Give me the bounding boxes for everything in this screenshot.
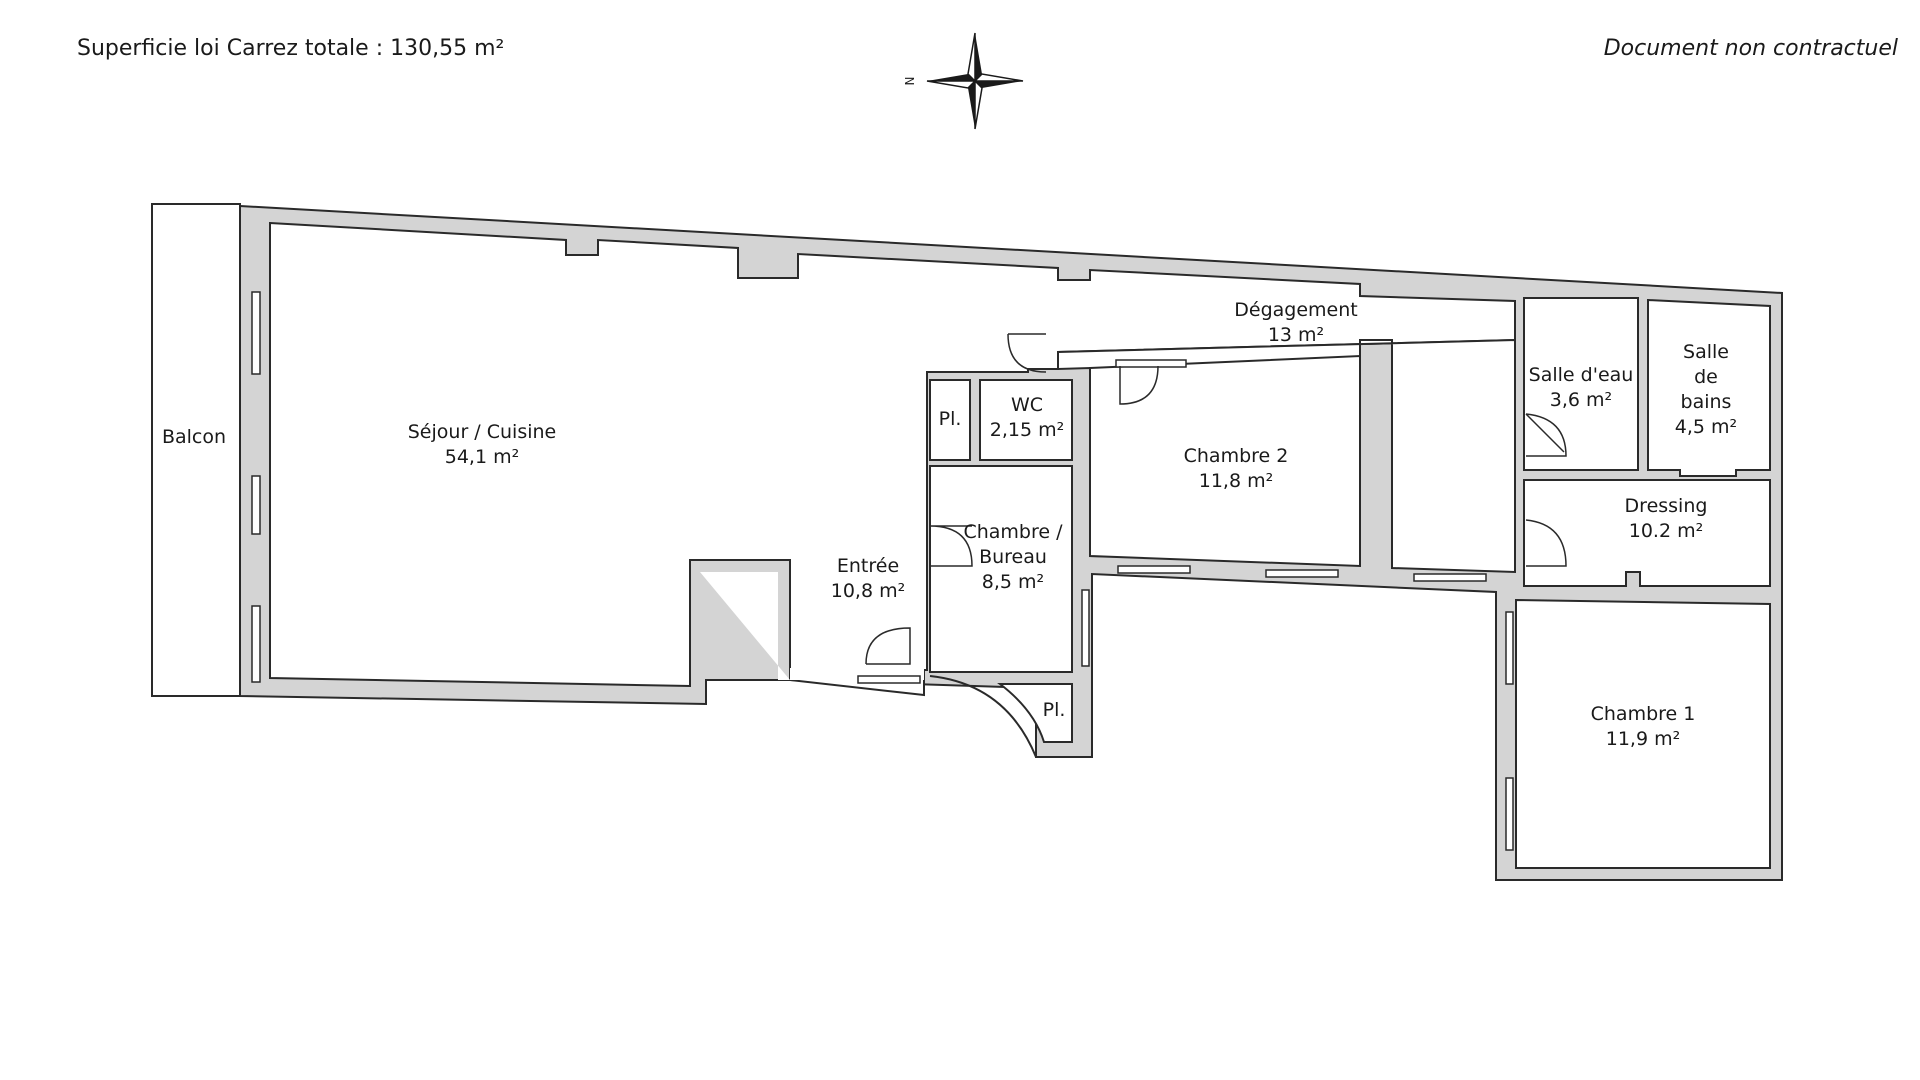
windows-bottom — [857, 359, 1514, 851]
total-surface-label: Superficie loi Carrez totale : 130,55 m² — [77, 36, 505, 61]
label-salle-eau-area: 3,6 m² — [1550, 389, 1612, 411]
room-placard-wc — [929, 379, 971, 461]
label-entree-area: 10,8 m² — [831, 580, 905, 602]
room-placard-bureau — [997, 683, 1073, 743]
label-dressing-area: 10.2 m² — [1629, 520, 1703, 542]
label-sejour-area: 54,1 m² — [445, 446, 519, 468]
label-dressing-name: Dressing — [1625, 495, 1708, 517]
label-balcon: Balcon — [162, 426, 226, 448]
label-bureau-line1: Chambre / — [963, 521, 1063, 543]
compass-rose-icon: N — [903, 32, 1024, 130]
label-chambre2-name: Chambre 2 — [1184, 445, 1289, 467]
door-swings — [865, 333, 1567, 665]
label-salle-bains-line3: bains — [1681, 391, 1732, 413]
room-chambre-bureau — [929, 465, 1073, 673]
label-chambre1-area: 11,9 m² — [1606, 728, 1680, 750]
label-sejour-name: Séjour / Cuisine — [408, 421, 556, 443]
label-wc-name: WC — [1011, 394, 1043, 416]
label-wc-area: 2,15 m² — [990, 419, 1064, 441]
balcony — [151, 203, 241, 697]
room-wc — [979, 379, 1073, 461]
label-chambre1-name: Chambre 1 — [1591, 703, 1696, 725]
room-chambre-1 — [1515, 598, 1771, 869]
label-chambre2-area: 11,8 m² — [1199, 470, 1273, 492]
label-bureau-line2: Bureau — [979, 546, 1047, 568]
label-placard-wc: Pl. — [939, 408, 962, 430]
windows-left-facade — [251, 291, 261, 683]
room-chambre-2 — [1089, 354, 1361, 568]
label-salle-bains-area: 4,5 m² — [1675, 416, 1737, 438]
room-salle-bains — [1647, 298, 1771, 477]
label-degagement-name: Dégagement — [1234, 299, 1357, 321]
label-salle-eau-name: Salle d'eau — [1529, 364, 1634, 386]
room-entree — [700, 572, 924, 680]
disclaimer-label: Document non contractuel — [1603, 36, 1898, 61]
label-salle-bains-line1: Salle — [1683, 341, 1729, 363]
label-degagement-area: 13 m² — [1268, 324, 1324, 346]
room-dressing — [1523, 479, 1771, 587]
label-bureau-area: 8,5 m² — [982, 571, 1044, 593]
label-salle-bains-line2: de — [1694, 366, 1718, 388]
compass-north-label: N — [903, 77, 917, 86]
room-salle-eau — [1523, 297, 1639, 471]
label-placard-bureau: Pl. — [1043, 699, 1066, 721]
label-entree-name: Entrée — [837, 555, 899, 577]
entree-curved-wall — [929, 675, 1037, 758]
